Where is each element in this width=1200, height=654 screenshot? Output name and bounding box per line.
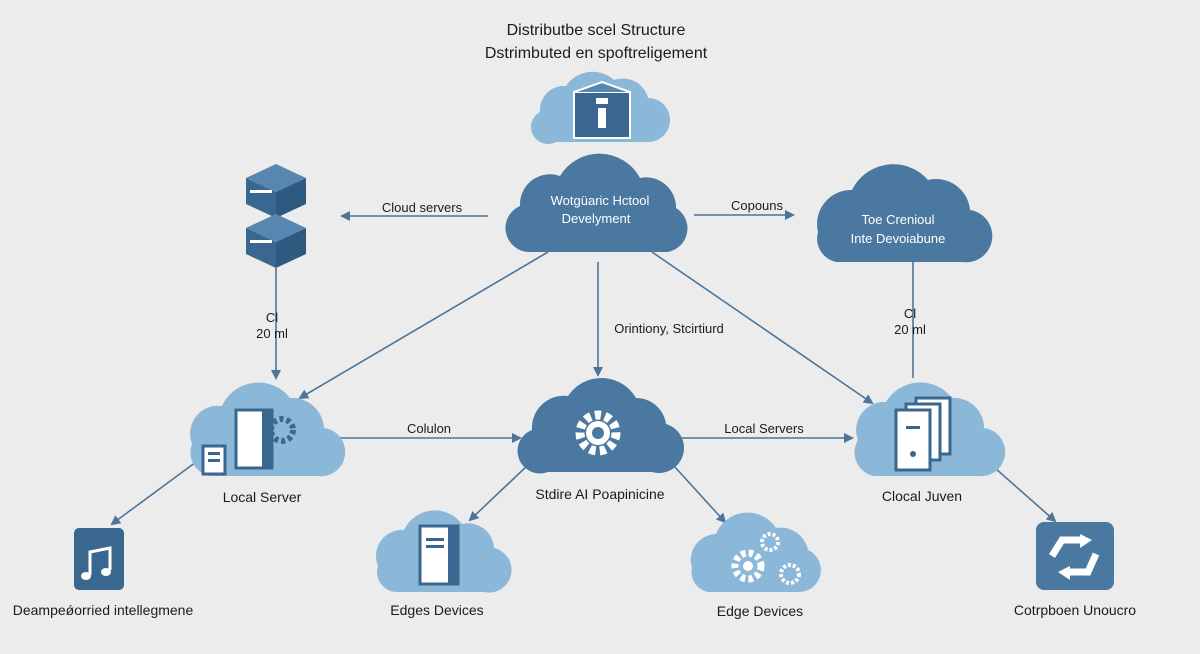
edge-right-label: Edge Devices <box>717 603 803 619</box>
arrow-center-to-local-right <box>651 251 874 405</box>
edge-left-label: Edges Devices <box>390 602 483 618</box>
edge-label-ci-right-2: 20 ml <box>894 322 926 337</box>
edge-label-ci-left-1: Cl <box>266 310 278 325</box>
diagram-title-line2: Dstrimbuted en spoftreligement <box>485 45 708 62</box>
music-note-icon <box>74 528 124 590</box>
recycle-node: Cotrpboen Unoucro <box>1014 522 1136 618</box>
edge-label-ci-left-2: 20 ml <box>256 326 288 341</box>
edge-right-cloud-shape <box>690 512 821 592</box>
edge-label-orientation: Orintiony, Stcirtiurd <box>614 321 724 336</box>
local-right-node: Clocal Juven <box>854 382 1006 504</box>
edge-label-local-servers: Local Servers <box>724 421 804 436</box>
server-stack-icon <box>246 164 306 268</box>
box-icon <box>573 80 631 139</box>
music-node: Deampeǿorried intellegmene <box>13 528 194 618</box>
server-cabinet-icon <box>894 396 952 472</box>
center-cloud-line1: Wotgüaric Hctool <box>551 193 650 208</box>
right-cloud-line2: Inte Devoiabune <box>851 231 946 246</box>
server-gear-icon <box>201 408 296 476</box>
right-cloud-shape <box>817 164 993 263</box>
edge-devices-left-node: Edges Devices <box>375 510 512 618</box>
center-cloud-shape <box>505 153 688 252</box>
arrow-ai-to-edge-left <box>468 464 529 522</box>
local-server-label: Local Server <box>223 489 302 505</box>
edge-label-coluloon: Colulon <box>407 421 451 436</box>
right-cloud-node: Toe Crenioul Inte Devoiabune <box>817 164 993 263</box>
music-node-label: Deampeǿorried intellegmene <box>13 602 194 618</box>
connectors <box>110 210 1057 526</box>
server-tower-icon <box>418 524 460 586</box>
diagram-title-line1: Distributbe scel Structure <box>507 22 686 39</box>
center-cloud-line2: Develyment <box>562 211 631 226</box>
ai-platform-label: Stdire AI Poapinicine <box>535 486 664 502</box>
recycle-icon <box>1036 522 1114 590</box>
local-server-node: Local Server <box>190 382 346 505</box>
arrow-local-server-to-music <box>110 461 197 526</box>
gears-icon <box>731 532 801 585</box>
gear-icon <box>575 410 621 456</box>
edge-label-ci-right-1: Cl <box>904 306 916 321</box>
top-cloud-node <box>531 71 670 144</box>
edge-devices-right-node: Edge Devices <box>690 512 821 619</box>
ai-platform-node: Stdire AI Poapinicine <box>517 378 684 502</box>
arrow-ai-to-edge-right <box>673 465 727 524</box>
recycle-node-label: Cotrpboen Unoucro <box>1014 602 1136 618</box>
arrow-center-to-local-server <box>298 251 549 400</box>
local-right-label: Clocal Juven <box>882 488 962 504</box>
edge-label-cloud-servers: Cloud servers <box>382 200 463 215</box>
right-cloud-line1: Toe Crenioul <box>862 212 935 227</box>
center-cloud-node: Wotgüaric Hctool Develyment <box>505 153 688 252</box>
edge-label-copouns: Copouns <box>731 198 784 213</box>
